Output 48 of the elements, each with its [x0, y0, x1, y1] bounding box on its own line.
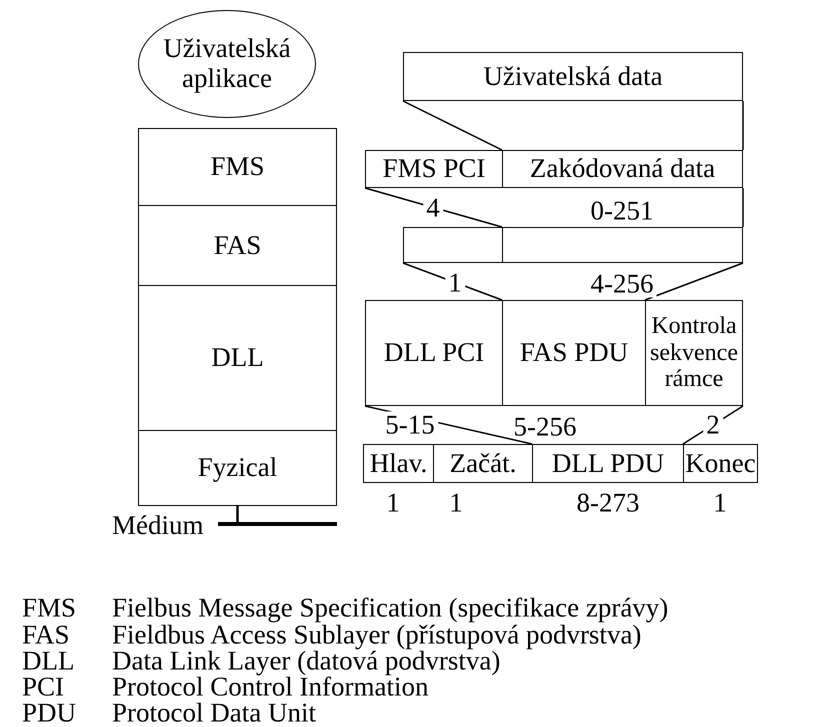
protocol-field-box: [403, 52, 743, 101]
node-text: DLL PCI: [384, 338, 484, 368]
node-text: Začát.: [450, 448, 516, 478]
connector-line: [236, 506, 239, 522]
abbreviation-text: DLL: [22, 648, 74, 674]
node-text: Konec: [685, 448, 756, 478]
size-label: 8-273: [576, 490, 640, 516]
node-text: FAS: [214, 230, 262, 260]
node-text: Zakódovaná data: [530, 154, 716, 184]
size-label: 1: [386, 490, 400, 516]
protocol-field-box: [502, 300, 646, 406]
protocol-field-box: [365, 150, 503, 188]
protocol-field-box: [502, 150, 743, 188]
node-text: FAS PDU: [520, 338, 628, 368]
node-text: FMS PCI: [382, 154, 486, 184]
medium-label: Médium: [112, 512, 204, 539]
connector-line: [402, 100, 502, 151]
protocol-field-box: [645, 300, 743, 406]
abbreviation-text: FMS: [22, 594, 76, 622]
node-text: Uživatelská data: [483, 62, 663, 92]
node-text: Uživatelská aplikace: [162, 34, 292, 94]
protocol-field-box: [532, 444, 684, 483]
node-text: DLL: [211, 343, 264, 373]
node-text: Fyzical: [198, 453, 278, 483]
protocol-field-box: [433, 444, 533, 483]
connector-line: [644, 262, 744, 301]
node-text: DLL PDU: [552, 448, 664, 478]
definition-text: Fielbus Message Specification (specifikace zprávy): [112, 594, 668, 622]
protocol-field-box: [138, 430, 337, 506]
protocol-field-box: [138, 205, 337, 286]
size-label: 5-256: [514, 414, 576, 440]
node-text: FMS: [210, 152, 265, 182]
abbreviation-text: PDU: [22, 700, 76, 726]
connector-line: [742, 101, 744, 150]
definition-text: Protocol Data Unit: [112, 700, 316, 726]
protocol-field-box: [138, 285, 337, 431]
node-text: Hlav.: [370, 448, 428, 478]
protocol-field-box: [365, 300, 503, 406]
abbreviation-text: FAS: [22, 622, 70, 648]
definition-text: Fieldbus Access Sublayer (přístupová podvrstva): [112, 622, 642, 648]
size-label: 1: [713, 490, 727, 516]
size-label: 0-251: [590, 198, 654, 224]
protocol-field-box: [138, 128, 337, 206]
protocol-field-box: [363, 444, 434, 483]
abbreviation-text: PCI: [22, 674, 64, 700]
size-label: 1: [449, 490, 463, 516]
node-text: Kontrola sekvence rámce: [649, 313, 739, 393]
connector-line: [742, 188, 744, 227]
